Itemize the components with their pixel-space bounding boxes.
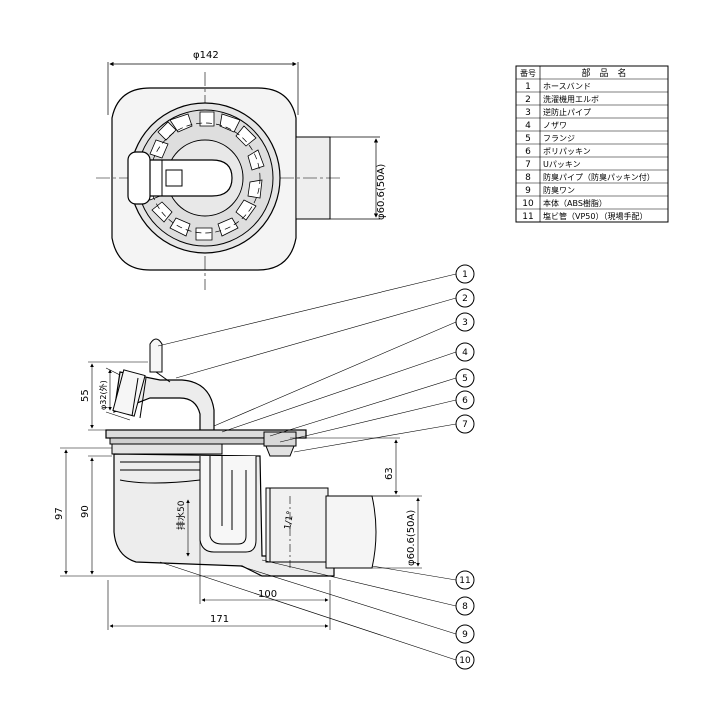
table-cell-name: Uパッキン xyxy=(543,160,581,169)
top-width-dim: φ142 xyxy=(193,50,219,61)
table-cell-name: ノザワ xyxy=(543,121,567,130)
table-cell-no: 11 xyxy=(522,212,533,222)
leader-lines xyxy=(157,273,457,661)
dim-hose: φ32(外) xyxy=(98,380,108,410)
dim-55: 55 xyxy=(80,389,91,402)
table-row: 9 防臭ワン xyxy=(525,185,575,196)
dim-63: 63 xyxy=(384,467,395,480)
table-cell-no: 3 xyxy=(525,108,531,118)
table-row: 10 本体（ABS樹脂） xyxy=(522,198,607,209)
dim-171: 171 xyxy=(210,614,229,625)
table-row: 11 塩ビ管（VP50）（現場手配） xyxy=(522,211,647,222)
svg-text:10: 10 xyxy=(459,656,471,666)
table-cell-no: 9 xyxy=(525,186,531,196)
dim-97: 97 xyxy=(54,507,65,520)
table-cell-name: 本体（ABS樹脂） xyxy=(543,198,607,208)
svg-text:3: 3 xyxy=(462,318,468,328)
dim-outlet: φ60.6(50A) xyxy=(406,510,417,566)
table-header-name: 部 品 名 xyxy=(581,67,626,79)
svg-text:9: 9 xyxy=(462,630,468,640)
table-row: 5 フランジ xyxy=(525,134,575,144)
svg-text:4: 4 xyxy=(462,348,468,358)
table-header-no: 番号 xyxy=(520,68,536,78)
table-row: 6 ポリパッキン xyxy=(525,147,591,157)
table-row: 7 Uパッキン xyxy=(525,160,580,170)
svg-text:5: 5 xyxy=(462,374,468,384)
table-cell-no: 1 xyxy=(525,82,531,92)
front-view xyxy=(60,338,422,630)
callout-11: 11 xyxy=(455,570,475,590)
svg-text:8: 8 xyxy=(462,602,468,612)
callout-10: 10 xyxy=(455,650,475,670)
table-row: 8 防臭パイプ（防臭パッキン付） xyxy=(525,172,655,183)
callout-1: 1 xyxy=(455,264,475,284)
dim-90: 90 xyxy=(80,505,91,518)
top-outlet-dim: φ60.6(50A) xyxy=(376,164,387,220)
table-cell-no: 4 xyxy=(525,121,531,131)
table-cell-no: 7 xyxy=(525,160,531,170)
table-row: 2 洗濯機用エルボ xyxy=(525,94,599,105)
table-cell-no: 10 xyxy=(522,199,534,209)
callout-9: 9 xyxy=(455,624,475,644)
svg-text:11: 11 xyxy=(459,576,470,586)
callouts: 1 2 3 4 5 6 7 11 8 9 10 xyxy=(455,264,475,670)
callout-6: 6 xyxy=(455,390,475,410)
dim-slope: 1/1° xyxy=(283,510,296,530)
table-cell-name: 逆防止パイプ xyxy=(543,107,591,117)
table-row: 1 ホースバンド xyxy=(525,82,591,92)
table-row: 4 ノザワ xyxy=(525,121,567,131)
table-cell-name: ポリパッキン xyxy=(543,147,591,156)
table-row: 3 逆防止パイプ xyxy=(525,107,591,118)
callout-5: 5 xyxy=(455,368,475,388)
dim-100: 100 xyxy=(258,589,277,600)
table-cell-name: フランジ xyxy=(543,134,575,143)
table-cell-no: 8 xyxy=(525,173,531,183)
parts-table: 番号 部 品 名 1 ホースバンド 2 洗濯機用エルボ 3 逆防止パイプ 4 ノザワ 5 フランジ… xyxy=(515,65,669,223)
table-cell-name: 防臭パイプ（防臭パッキン付） xyxy=(543,172,655,182)
svg-text:7: 7 xyxy=(462,420,468,430)
callout-4: 4 xyxy=(455,342,475,362)
callout-7: 7 xyxy=(455,414,475,434)
callout-3: 3 xyxy=(455,312,475,332)
table-cell-name: 防臭ワン xyxy=(543,185,575,195)
callout-2: 2 xyxy=(455,288,475,308)
callout-8: 8 xyxy=(455,596,475,616)
table-cell-name: 塩ビ管（VP50）（現場手配） xyxy=(543,211,647,221)
table-cell-no: 2 xyxy=(525,95,531,105)
svg-text:1: 1 xyxy=(462,270,468,280)
table-cell-name: 洗濯機用エルボ xyxy=(543,94,599,104)
svg-text:2: 2 xyxy=(462,294,468,304)
top-view xyxy=(96,61,380,290)
dim-drain: 排水50 xyxy=(175,500,187,530)
table-cell-name: ホースバンド xyxy=(543,82,591,91)
svg-text:6: 6 xyxy=(462,396,468,406)
table-cell-no: 6 xyxy=(525,147,531,157)
table-cell-no: 5 xyxy=(525,134,531,144)
